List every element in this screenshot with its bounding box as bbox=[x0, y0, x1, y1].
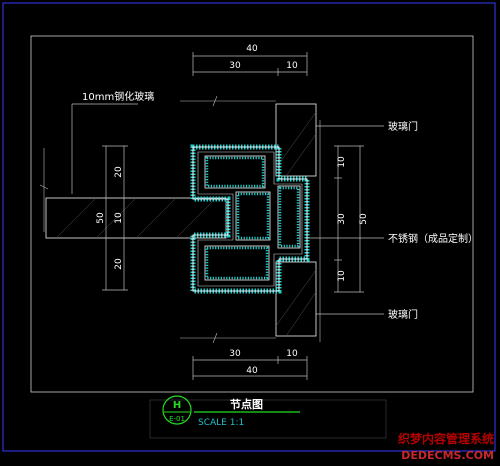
dim-left-mid: 10 bbox=[114, 212, 124, 224]
drawing-title: 节点图 bbox=[230, 397, 263, 411]
dim-top-total: 40 bbox=[246, 44, 258, 54]
dim-left-upper: 20 bbox=[114, 166, 124, 178]
badge-code: E-01 bbox=[169, 415, 185, 423]
dim-left-total: 50 bbox=[96, 212, 106, 224]
watermark-line2: DEDECMS.COM bbox=[401, 449, 494, 462]
badge-letter: H bbox=[173, 400, 181, 411]
dim-right-bottom: 10 bbox=[337, 270, 347, 282]
glass-door-top bbox=[275, 103, 317, 177]
watermark: 织梦内容管理系统 DEDECMS.COM bbox=[398, 431, 494, 462]
dim-bottom-total: 40 bbox=[246, 366, 258, 376]
dimension-texts: 40 30 10 30 10 40 20 10 20 50 10 30 50 1… bbox=[96, 44, 369, 376]
dim-top-right: 10 bbox=[286, 61, 298, 71]
dimension-lines bbox=[71, 52, 384, 380]
label-glass-door-bottom: 玻璃门 bbox=[388, 308, 418, 321]
glass-door-bottom bbox=[275, 261, 317, 337]
dim-bottom-left: 30 bbox=[229, 349, 241, 359]
stainless-profile bbox=[190, 144, 310, 294]
dim-right-top: 10 bbox=[337, 156, 347, 168]
title-block: H E-01 节点图 SCALE 1:1 bbox=[162, 395, 300, 428]
dim-right-total: 50 bbox=[359, 213, 369, 225]
drawing-frame bbox=[2, 2, 496, 452]
glass-panel bbox=[45, 197, 227, 239]
dim-bottom-right: 10 bbox=[286, 349, 298, 359]
label-glass-door-top: 玻璃门 bbox=[388, 120, 418, 133]
dim-top-left: 30 bbox=[229, 61, 241, 71]
callout-labels: 10mm钢化玻璃 玻璃门 不锈钢（成品定制） 玻璃门 bbox=[82, 90, 478, 321]
detail-badge-icon bbox=[162, 395, 192, 425]
label-tempered-glass: 10mm钢化玻璃 bbox=[82, 90, 154, 103]
dim-right-mid: 30 bbox=[337, 213, 347, 225]
drawing-scale: SCALE 1:1 bbox=[198, 418, 244, 428]
dim-left-lower: 20 bbox=[114, 258, 124, 270]
watermark-line1: 织梦内容管理系统 bbox=[398, 431, 494, 446]
label-stainless-steel: 不锈钢（成品定制） bbox=[388, 232, 478, 245]
break-lines bbox=[39, 95, 321, 344]
